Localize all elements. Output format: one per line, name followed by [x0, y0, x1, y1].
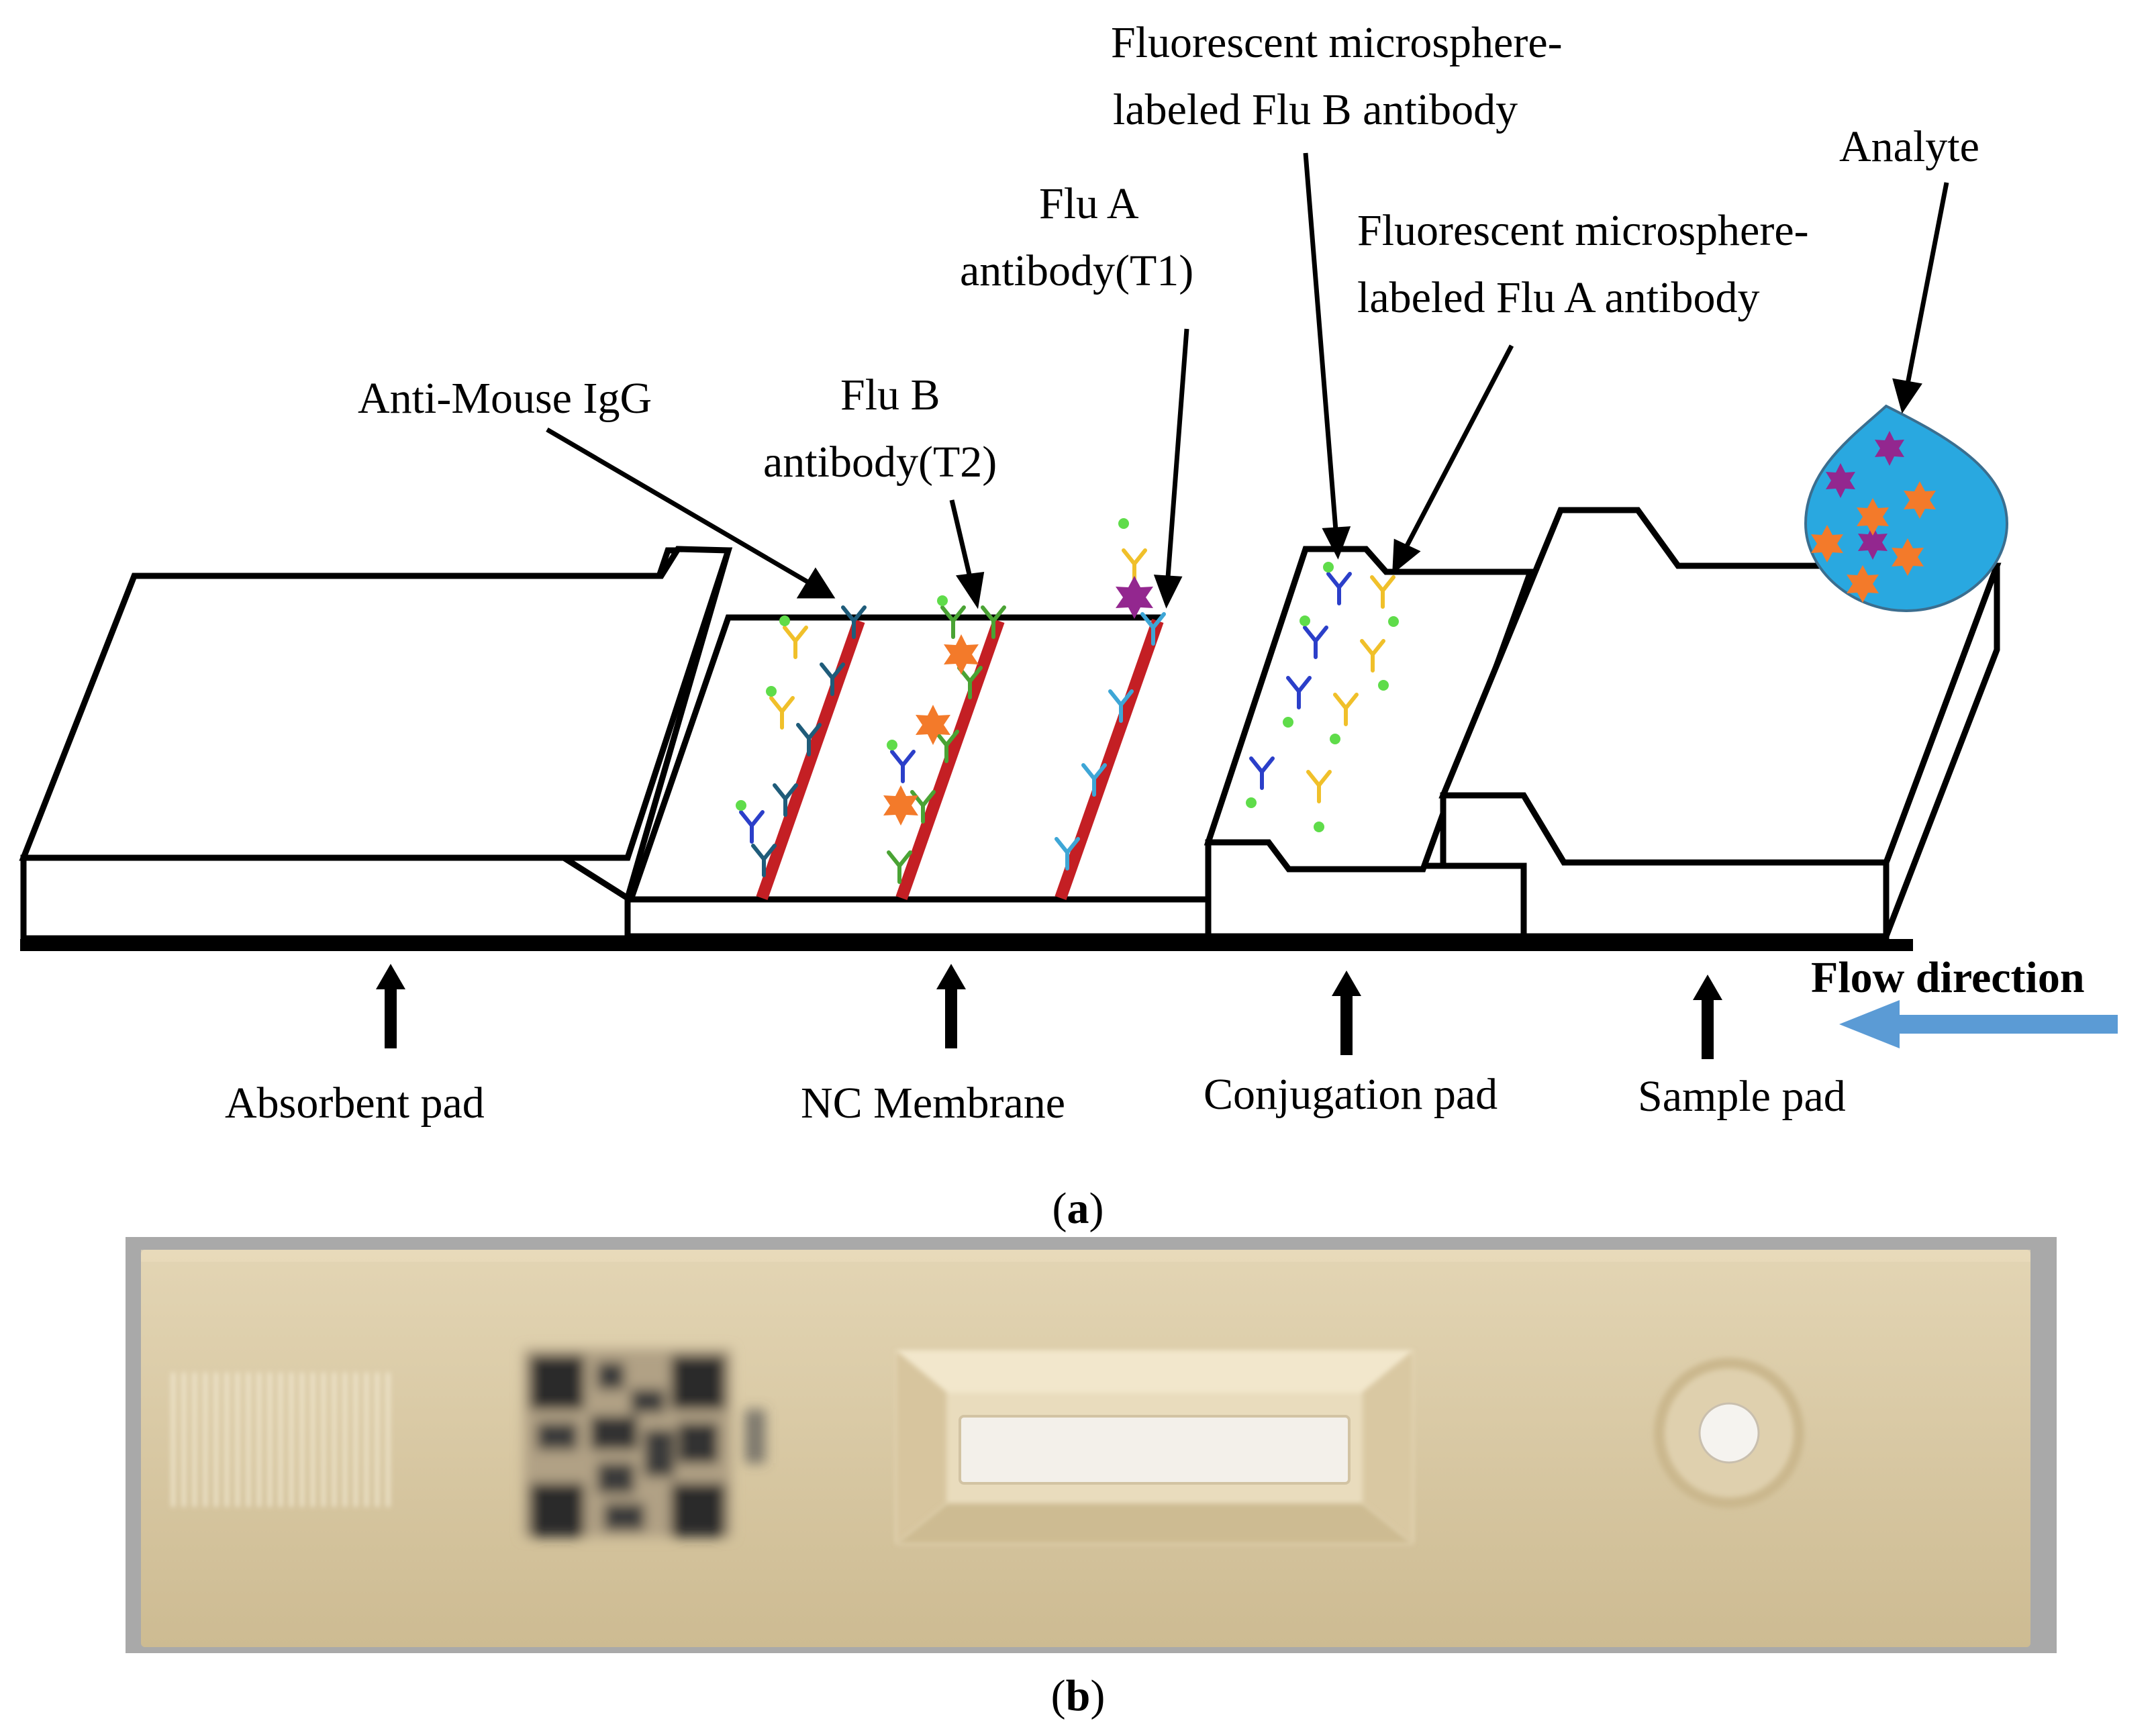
- captured-conjugate: [887, 740, 916, 783]
- label-sample-pad: Sample pad: [1638, 1072, 1846, 1121]
- grip-ridges: [171, 1373, 390, 1507]
- absorbent-pad-arrow: [376, 964, 405, 1048]
- anti-mouse-igg-antibody: [773, 783, 798, 817]
- flu-a-capture-antibody: [1055, 837, 1080, 871]
- t1-line: [1055, 619, 1164, 900]
- flu-b-antigen-star: [916, 705, 950, 745]
- labeled-flu-a-antibody: [1370, 575, 1399, 627]
- result-window: [896, 1351, 1413, 1544]
- anti-mouse-igg-antibody: [751, 844, 777, 877]
- labeled-flu-b-antibody: [1323, 562, 1352, 605]
- label-nc-membrane: NC Membrane: [801, 1079, 1065, 1128]
- nc-membrane-arrow: [936, 964, 966, 1048]
- absorbent-pad-block: [19, 546, 733, 942]
- label-flu-b-line2: antibody(T2): [763, 438, 997, 487]
- sample-pad-arrow: [1693, 975, 1722, 1059]
- anti-mouse-igg-antibody: [820, 662, 845, 696]
- flu-a-capture-antibody: [1140, 612, 1166, 646]
- labeled-flu-b-antibody: [1300, 615, 1328, 659]
- label-analyte: Analyte: [1839, 122, 1979, 171]
- labeled-flu-a-antibody: [1306, 770, 1332, 832]
- captured-conjugate: [779, 615, 808, 659]
- label-fluor-b-line1: Fluorescent microsphere-: [1111, 18, 1563, 67]
- flu-b-capture-antibody: [937, 595, 966, 639]
- caption-a: (a): [1052, 1184, 1104, 1233]
- label-conjugation-pad: Conjugation pad: [1204, 1070, 1498, 1119]
- panel-a-diagram: Anti-Mouse IgG Flu B antibody(T2) Flu A …: [19, 18, 2118, 1233]
- labeled-flu-a-antibody: [1330, 693, 1359, 744]
- sample-well: [1654, 1358, 1804, 1508]
- label-flow-direction: Flow direction: [1811, 953, 2085, 1002]
- flu-b-capture-antibody: [910, 790, 936, 824]
- flu-b-capture-antibody: [981, 605, 1006, 639]
- captured-conjugate: [1118, 518, 1147, 582]
- flu-b-antigen-stars: [883, 634, 979, 826]
- labeled-flu-b-antibody: [1283, 676, 1312, 728]
- labeled-flu-a-antibody: [1360, 639, 1389, 691]
- label-flu-a-line2: antibody(T1): [960, 246, 1193, 295]
- panel-b-photo: (b): [126, 1237, 2057, 1720]
- flu-a-antigen-star: [1116, 576, 1153, 619]
- anti-mouse-igg-antibody: [796, 723, 822, 756]
- qr-code: [524, 1349, 765, 1537]
- flu-b-antigen-star: [944, 634, 979, 675]
- analyte-drop: [1804, 404, 2009, 613]
- flu-a-capture-antibody: [1081, 763, 1107, 797]
- label-flu-a-line1: Flu A: [1039, 179, 1139, 228]
- flow-direction-arrow: [1839, 1000, 2118, 1048]
- flu-b-capture-antibody: [887, 850, 912, 884]
- t2-line: [895, 619, 1005, 900]
- label-absorbent-pad: Absorbent pad: [225, 1079, 485, 1128]
- label-fluor-a-line1: Fluorescent microsphere-: [1357, 206, 1809, 255]
- label-flu-b-line1: Flu B: [840, 370, 940, 419]
- anti-mouse-igg-antibody: [841, 605, 867, 639]
- captured-conjugate: [766, 686, 795, 730]
- label-fluor-a-line2: labeled Flu A antibody: [1357, 273, 1759, 322]
- conjugation-pad-arrow: [1332, 971, 1361, 1055]
- pointer-arrows: [546, 152, 1949, 609]
- flu-a-capture-antibody: [1108, 689, 1134, 723]
- antibody-markers: [736, 518, 1399, 884]
- label-fluor-b-line2: labeled Flu B antibody: [1113, 85, 1518, 134]
- captured-conjugate: [736, 800, 765, 844]
- label-anti-mouse-igg: Anti-Mouse IgG: [358, 374, 652, 423]
- membrane-window-strip: [959, 1415, 1351, 1485]
- flu-b-antigen-star: [883, 785, 918, 826]
- nc-membrane-strip: [542, 614, 1249, 940]
- caption-b: (b): [1051, 1671, 1106, 1720]
- part-arrows: [376, 964, 1722, 1059]
- labeled-flu-b-antibody: [1246, 756, 1275, 808]
